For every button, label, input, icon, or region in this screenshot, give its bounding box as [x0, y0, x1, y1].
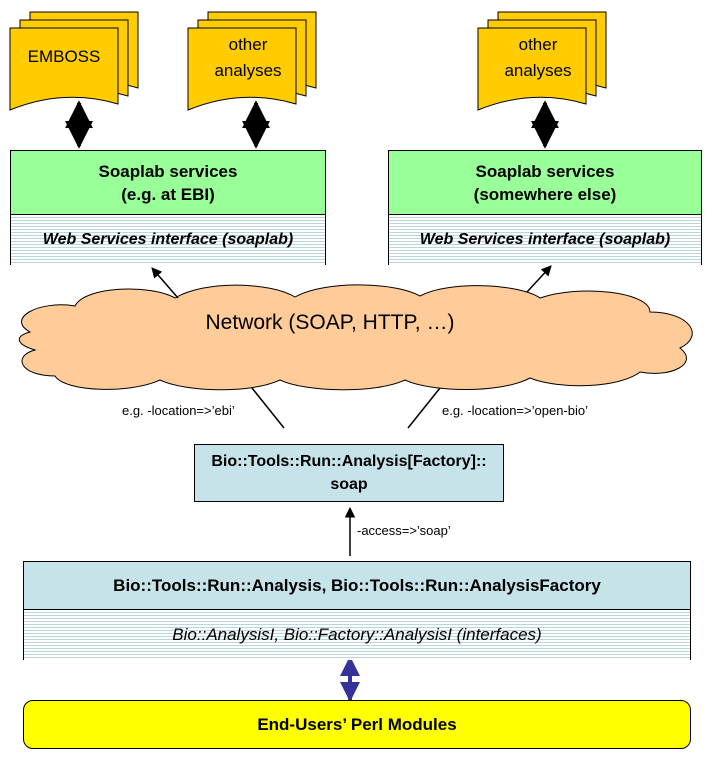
soap-module-line1: Bio::Tools::Run::Analysis[Factory]::	[211, 453, 487, 470]
other-analyses-left-line2: analyses	[214, 61, 282, 80]
access-soap-label: -access=>’soap’	[357, 523, 451, 538]
emboss-label: EMBOSS	[10, 44, 118, 70]
soap-module-title: Bio::Tools::Run::Analysis[Factory]:: soa…	[195, 445, 503, 501]
cloud-to-soaplab-right-arrow	[526, 265, 552, 293]
soaplab-right-title-line2: (somewhere else)	[473, 184, 617, 204]
soaplab-services-left: Soaplab services (e.g. at EBI) Web Servi…	[10, 150, 326, 265]
cloud-to-soaplab-left-arrow	[151, 267, 179, 299]
soaplab-left-title-line1: Soaplab services	[98, 161, 238, 181]
network-label: Network (SOAP, HTTP, …)	[150, 311, 510, 335]
soaplab-right-title-line1: Soaplab services	[475, 161, 615, 181]
network-cloud	[18, 284, 693, 391]
emboss-text: EMBOSS	[27, 47, 101, 66]
end-users-box: End-Users’ Perl Modules	[23, 700, 691, 749]
analysis-module-interface: Bio::AnalysisI, Bio::Factory::AnalysisI …	[24, 609, 690, 660]
analysis-module-title: Bio::Tools::Run::Analysis, Bio::Tools::R…	[24, 562, 690, 609]
analysis-module-interface-text: Bio::AnalysisI, Bio::Factory::AnalysisI …	[172, 625, 542, 644]
network-label-text: Network (SOAP, HTTP, …)	[205, 311, 455, 334]
soaplab-right-interface-text: Web Services interface (soaplab)	[419, 231, 671, 248]
emboss-document-icon	[9, 11, 139, 111]
analysis-module-title-text: Bio::Tools::Run::Analysis, Bio::Tools::R…	[113, 576, 601, 595]
location-open-bio-line	[407, 387, 441, 429]
soaplab-services-right: Soaplab services (somewhere else) Web Se…	[388, 150, 702, 265]
end-users-label: End-Users’ Perl Modules	[257, 714, 457, 734]
soaplab-left-interface-text: Web Services interface (soaplab)	[42, 231, 294, 248]
other-analyses-right-line2: analyses	[504, 61, 572, 80]
other-analyses-right-label: other analyses	[478, 32, 598, 84]
other-analyses-right-line1: other	[518, 35, 558, 54]
other-analyses-right-document-icon	[477, 11, 607, 111]
other-analyses-left-label: other analyses	[188, 32, 308, 84]
soaplab-left-title-line2: (e.g. at EBI)	[121, 184, 215, 204]
soaplab-left-title: Soaplab services (e.g. at EBI)	[11, 151, 325, 214]
location-ebi-label: e.g. -location=>’ebi’	[122, 403, 235, 418]
soaplab-right-interface: Web Services interface (soaplab)	[389, 214, 701, 265]
other-analyses-left-document-icon	[187, 11, 317, 111]
soap-module-box: Bio::Tools::Run::Analysis[Factory]:: soa…	[194, 444, 504, 502]
soaplab-left-interface: Web Services interface (soaplab)	[11, 214, 325, 265]
location-open-bio-label: e.g. -location=>’open-bio’	[442, 403, 588, 418]
soap-module-line2: soap	[330, 476, 368, 493]
analysis-module-box: Bio::Tools::Run::Analysis, Bio::Tools::R…	[23, 561, 691, 660]
soaplab-right-title: Soaplab services (somewhere else)	[389, 151, 701, 214]
location-ebi-line	[251, 387, 285, 429]
other-analyses-left-line1: other	[228, 35, 268, 54]
